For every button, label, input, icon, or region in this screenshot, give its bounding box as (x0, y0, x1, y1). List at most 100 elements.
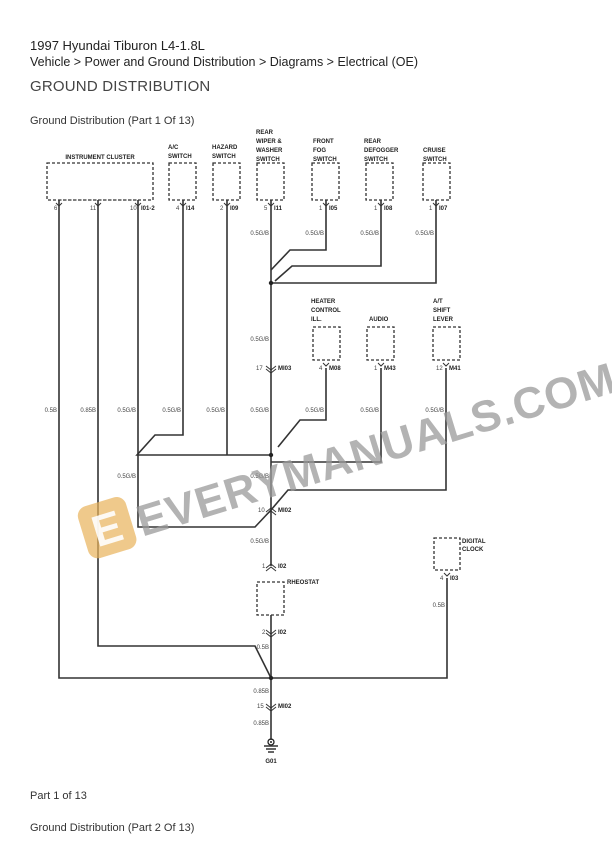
diagram-text: M43 (384, 366, 396, 372)
rear-wiper-switch-label: SWITCH (256, 157, 280, 163)
diagram-text: I11 (274, 206, 283, 212)
diagram-text: I02 (278, 630, 287, 636)
rear-wiper-switch-label: REAR (256, 130, 274, 136)
heater-control-label: ILL. (311, 317, 322, 323)
rheostat-box (256, 581, 285, 616)
digital-clock-box (433, 537, 461, 571)
digital-clock-label: DIGITAL (462, 539, 486, 545)
diagram-text: 0.5G/B (250, 231, 269, 237)
diagram-text: M41 (449, 366, 461, 372)
diagram-text: I07 (439, 206, 448, 212)
hazard-switch-label: SWITCH (212, 154, 236, 160)
cruise-switch-box (422, 162, 451, 201)
diagram-text: 5 (264, 206, 268, 212)
audio-label: AUDIO (369, 317, 389, 323)
heater-control-box (312, 326, 341, 361)
diagram-text: 10 (130, 206, 137, 212)
diagram-text: 17 (256, 366, 263, 372)
diagram-text: I02 (278, 564, 287, 570)
diagram-text: 0.5B (433, 603, 445, 609)
diagram-text: 12 (436, 366, 443, 372)
diagram-text: 0.5G/B (305, 408, 324, 414)
diagram-text: 4 (319, 366, 323, 372)
ac-switch-box (168, 162, 197, 201)
diagram-text: 0.5G/B (360, 231, 379, 237)
diagram-text: 10 (258, 508, 265, 514)
watermark-logo-icon (77, 497, 137, 559)
rear-wiper-switch-label: WIPER & (256, 139, 282, 145)
diagram-text: 2 (220, 206, 224, 212)
cruise-switch-label: CRUISE (423, 148, 446, 154)
diagram-text: MI03 (278, 366, 292, 372)
diagram-text: 0.5G/B (425, 408, 444, 414)
next-diagram-caption: Ground Distribution (Part 2 Of 13) (30, 822, 195, 834)
ac-switch-label: A/C (168, 145, 179, 151)
diagram-text: 1 (374, 366, 378, 372)
diagram-text: I05 (329, 206, 338, 212)
diagram-text: I08 (384, 206, 393, 212)
diagram-text: MI02 (278, 508, 292, 514)
diagram-text: 0.85B (253, 689, 269, 695)
diagram-text: 0.5G/B (360, 408, 379, 414)
page-indicator: Part 1 of 13 (30, 790, 87, 802)
instrument-cluster-label: INSTRUMENT CLUSTER (65, 155, 135, 161)
diagram-text: 0.5G/B (250, 539, 269, 545)
pin-labels: 6 11 10 I01-2 4 I14 2 I09 5 I11 1 I05 1 … (54, 206, 461, 710)
hazard-switch-label: HAZARD (212, 145, 238, 151)
shift-lever-label: SHIFT (433, 308, 451, 314)
diagram-text: EVERYMANUALS.COM (131, 354, 612, 547)
diagram-text: 0.5G/B (162, 408, 181, 414)
shift-lever-label: A/T (433, 299, 443, 305)
rear-wiper-switch-box (256, 162, 285, 201)
shift-lever-label: LEVER (433, 317, 454, 323)
cruise-switch-label: SWITCH (423, 157, 447, 163)
diagram-text: 0.5B (257, 645, 269, 651)
diagram-text: I09 (230, 206, 239, 212)
diagram-text: 0.5G/B (415, 231, 434, 237)
diagram-text: I14 (186, 206, 195, 212)
diagram-caption: Ground Distribution (Part 1 Of 13) (30, 115, 195, 127)
digital-clock-label: CLOCK (462, 547, 484, 553)
diagram-text: 4 (440, 576, 444, 582)
diagram-text: 1 (374, 206, 378, 212)
instrument-cluster-box (46, 162, 154, 201)
diagram-text: 0.5G/B (117, 408, 136, 414)
vehicle-title: 1997 Hyundai Tiburon L4-1.8L (30, 38, 205, 53)
diagram-text: 0.85B (80, 408, 96, 414)
section-title: GROUND DISTRIBUTION (30, 78, 211, 95)
wires (58, 199, 448, 740)
diagram-text: I01-2 (141, 206, 155, 212)
diagram-text: MI02 (278, 704, 292, 710)
diagram-text: 0.5G/B (305, 231, 324, 237)
rear-defogger-switch-box (365, 162, 394, 201)
front-fog-switch-box (311, 162, 340, 201)
shift-lever-box (432, 326, 461, 361)
front-fog-switch-label: SWITCH (313, 157, 337, 163)
ground-label: G01 (265, 759, 277, 765)
diagram-text: 0.5G/B (117, 474, 136, 480)
diagram-text: 0.5G/B (250, 337, 269, 343)
connector-icons (55, 202, 451, 712)
diagram-text: 1 (262, 564, 266, 570)
heater-control-label: CONTROL (311, 308, 341, 314)
ground-icon (264, 738, 278, 753)
diagram-text: I03 (450, 576, 459, 582)
diagram-text: 11 (90, 206, 97, 212)
diagram-text: 15 (257, 704, 264, 710)
heater-control-label: HEATER (311, 299, 336, 305)
diagram-text: 0.5G/B (250, 408, 269, 414)
diagram-text: M08 (329, 366, 341, 372)
rear-wiper-switch-label: WASHER (256, 148, 283, 154)
breadcrumb: Vehicle > Power and Ground Distribution … (30, 55, 419, 69)
audio-box (366, 326, 395, 361)
rear-defogger-switch-label: DEFOGGER (364, 148, 399, 154)
rear-defogger-switch-label: SWITCH (364, 157, 388, 163)
diagram-text: 0.5B (45, 408, 57, 414)
diagram-text: 1 (429, 206, 433, 212)
diagram-text: 0.5G/B (206, 408, 225, 414)
diagram-text: 0.5G/B (250, 474, 269, 480)
rheostat-label: RHEOSTAT (287, 580, 319, 586)
hazard-switch-box (212, 162, 241, 201)
